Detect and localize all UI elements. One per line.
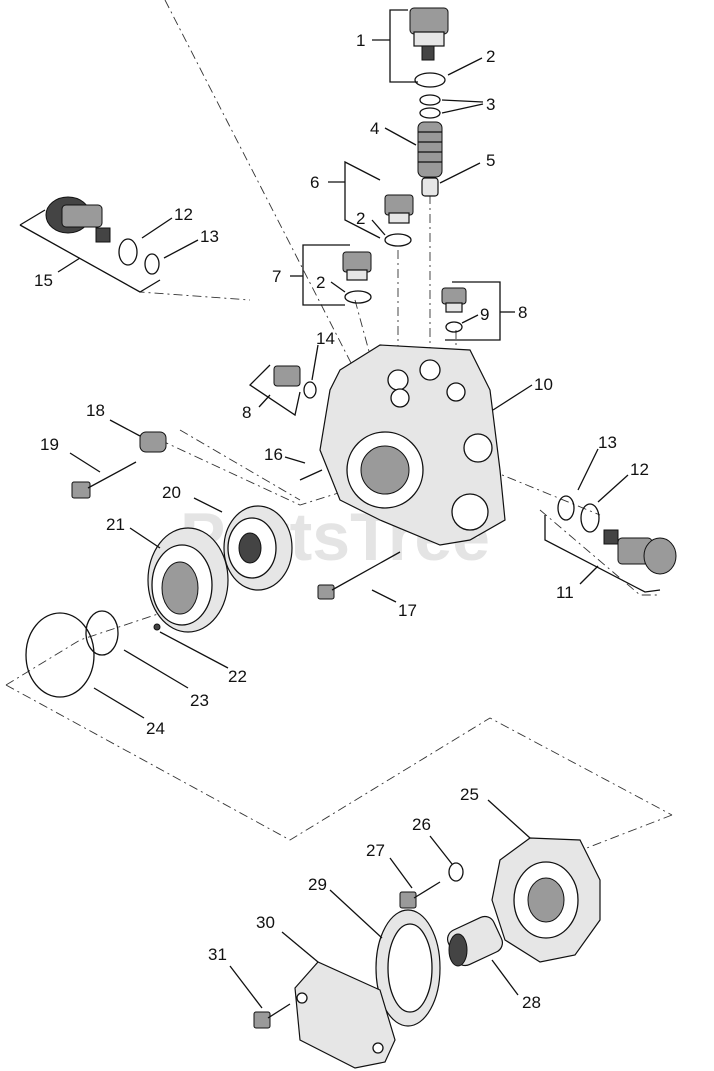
- callout-11: 11: [556, 583, 574, 602]
- part-bolt-27: [399, 881, 441, 909]
- callout-17: 17: [398, 601, 417, 620]
- callout-31: 31: [208, 945, 227, 964]
- callout-20: 20: [162, 483, 181, 502]
- callout-18: 18: [86, 401, 105, 420]
- part-pin: [299, 469, 323, 481]
- leader-lines: [19, 9, 661, 1009]
- callout-9: 9: [480, 305, 489, 324]
- callout-8: 8: [242, 403, 251, 422]
- part-poppet: [421, 177, 439, 197]
- callout-27: 27: [366, 841, 385, 860]
- part-pump-housing: [319, 344, 506, 546]
- part-check-valve-left: [45, 196, 111, 243]
- part-cover: [491, 837, 601, 963]
- callout-19: 19: [40, 435, 59, 454]
- part-oring-9: [445, 321, 463, 333]
- part-long-bolt: [317, 551, 401, 600]
- callout-22: 22: [228, 667, 247, 686]
- callout-28: 28: [522, 993, 541, 1012]
- part-oring-12-left: [118, 238, 138, 266]
- part-seal: [375, 909, 441, 1027]
- part-plug-6: [384, 194, 414, 224]
- callout-15: 15: [34, 271, 53, 290]
- part-oring-13-left: [144, 253, 160, 275]
- callout-3: 3: [486, 95, 495, 114]
- part-washer-26: [448, 862, 464, 882]
- callout-10: 10: [534, 375, 553, 394]
- callout-1: 1: [356, 31, 365, 50]
- callout-6: 6: [310, 173, 319, 192]
- callout-12: 12: [174, 205, 193, 224]
- part-oring-top: [414, 72, 446, 88]
- part-washers: [419, 94, 441, 119]
- part-oring-6: [384, 233, 412, 247]
- callout-30: 30: [256, 913, 275, 932]
- part-check-valve-right: [557, 495, 677, 575]
- part-sleeve: [447, 915, 503, 967]
- part-plate: [294, 961, 396, 1069]
- callout-2: 2: [316, 273, 325, 292]
- part-bolt-31: [253, 1003, 291, 1029]
- callout-12: 12: [630, 460, 649, 479]
- callout-13: 13: [598, 433, 617, 452]
- assembly-lines: [5, 0, 673, 871]
- part-spring: [417, 121, 443, 178]
- callout-26: 26: [412, 815, 431, 834]
- part-gear: [223, 505, 293, 591]
- part-relief-cap: [409, 7, 449, 61]
- callout-25: 25: [460, 785, 479, 804]
- callout-29: 29: [308, 875, 327, 894]
- callout-24: 24: [146, 719, 165, 738]
- part-oring-24: [25, 612, 95, 698]
- part-ball: [153, 623, 161, 631]
- part-plug-7: [342, 251, 372, 281]
- part-bearing: [147, 527, 229, 633]
- part-oring-7: [344, 290, 372, 304]
- part-lock-washer: [139, 431, 167, 453]
- callout-23: 23: [190, 691, 209, 710]
- callout-4: 4: [370, 119, 379, 138]
- callout-5: 5: [486, 151, 495, 170]
- callout-2: 2: [356, 209, 365, 228]
- part-bolt-19: [71, 461, 137, 499]
- callout-2: 2: [486, 47, 495, 66]
- callout-8: 8: [518, 303, 527, 322]
- callout-13: 13: [200, 227, 219, 246]
- callout-labels: 1 2 2 2 3 4 5 6 7 8 8 9 10 11 12 12 13 1…: [34, 31, 649, 1012]
- callout-21: 21: [106, 515, 125, 534]
- callout-16: 16: [264, 445, 283, 464]
- part-oring-23: [85, 610, 119, 656]
- callout-14: 14: [316, 329, 335, 348]
- part-plug-8: [441, 287, 467, 313]
- part-plug-14: [273, 365, 317, 399]
- callout-7: 7: [272, 267, 281, 286]
